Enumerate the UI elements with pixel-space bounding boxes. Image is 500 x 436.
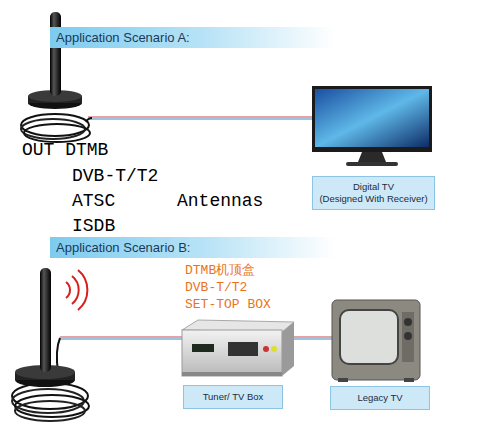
signal-waves-part — [72, 276, 79, 304]
antenna-b-part — [15, 401, 85, 421]
set-top-box-part — [182, 330, 282, 376]
caption-text: Digital TV — [353, 181, 394, 193]
antenna-a-part — [24, 124, 90, 142]
digital-tv — [312, 86, 432, 166]
caption-text: Legacy TV — [357, 392, 402, 404]
legacy-tv-part — [332, 300, 420, 380]
antenna-b — [12, 268, 89, 421]
scenario-band: Application Scenario B: — [50, 237, 335, 258]
set-top-box — [182, 320, 294, 376]
caption-box: Digital TV(Designed With Receiver) — [312, 176, 435, 210]
antenna-a-part — [86, 118, 92, 122]
band-title: Application Scenario B: — [56, 240, 190, 255]
caption-box: Tuner/ TV Box — [183, 385, 283, 409]
antenna-a-part — [50, 12, 61, 96]
signal-waves-part — [78, 270, 87, 310]
cable-line-part — [60, 339, 182, 340]
legacy-tv-part — [404, 332, 412, 340]
digital-tv-part — [315, 89, 429, 147]
digital-tv-part — [312, 86, 432, 152]
set-top-box-part — [282, 322, 294, 376]
signal-waves — [66, 270, 87, 310]
caption-box: Legacy TV — [330, 386, 430, 410]
caption-text: Tuner/ TV Box — [203, 391, 264, 403]
cable-line-part — [60, 337, 182, 338]
digital-tv-part — [346, 162, 398, 166]
legacy-tv-part — [404, 378, 414, 382]
cable-line-part — [88, 119, 312, 120]
legacy-tv-part — [402, 312, 414, 362]
set-top-box-part — [271, 346, 277, 352]
set-top-box-part — [192, 344, 214, 352]
scenario-band: Application Scenario A: — [50, 27, 335, 48]
caption-text: (Designed With Receiver) — [319, 193, 427, 205]
standard-label: ISDB — [72, 217, 115, 235]
legacy-tv-part — [404, 318, 412, 326]
set-top-box-part — [182, 372, 282, 376]
legacy-tv — [332, 300, 420, 382]
cable-line-part — [88, 117, 312, 118]
band-title: Application Scenario A: — [56, 30, 190, 45]
standard-label: DVB-T/T2 — [72, 167, 158, 185]
device-label: DTMB机顶盒 — [185, 264, 255, 277]
antenna-a-part — [21, 119, 85, 139]
device-label: SET-TOP BOX — [185, 298, 271, 311]
set-top-box-part — [228, 342, 258, 356]
digital-tv-part — [358, 152, 386, 162]
standard-label: Antennas — [177, 192, 263, 210]
signal-waves-part — [66, 282, 70, 298]
standard-label: OUT DTMB — [22, 141, 108, 159]
legacy-tv-part — [340, 310, 398, 364]
set-top-box-part — [263, 346, 269, 352]
device-label: DVB-T/T2 — [185, 281, 247, 294]
antenna-b-part — [40, 268, 51, 372]
standard-label: ATSC — [72, 192, 115, 210]
legacy-tv-part — [338, 378, 348, 382]
